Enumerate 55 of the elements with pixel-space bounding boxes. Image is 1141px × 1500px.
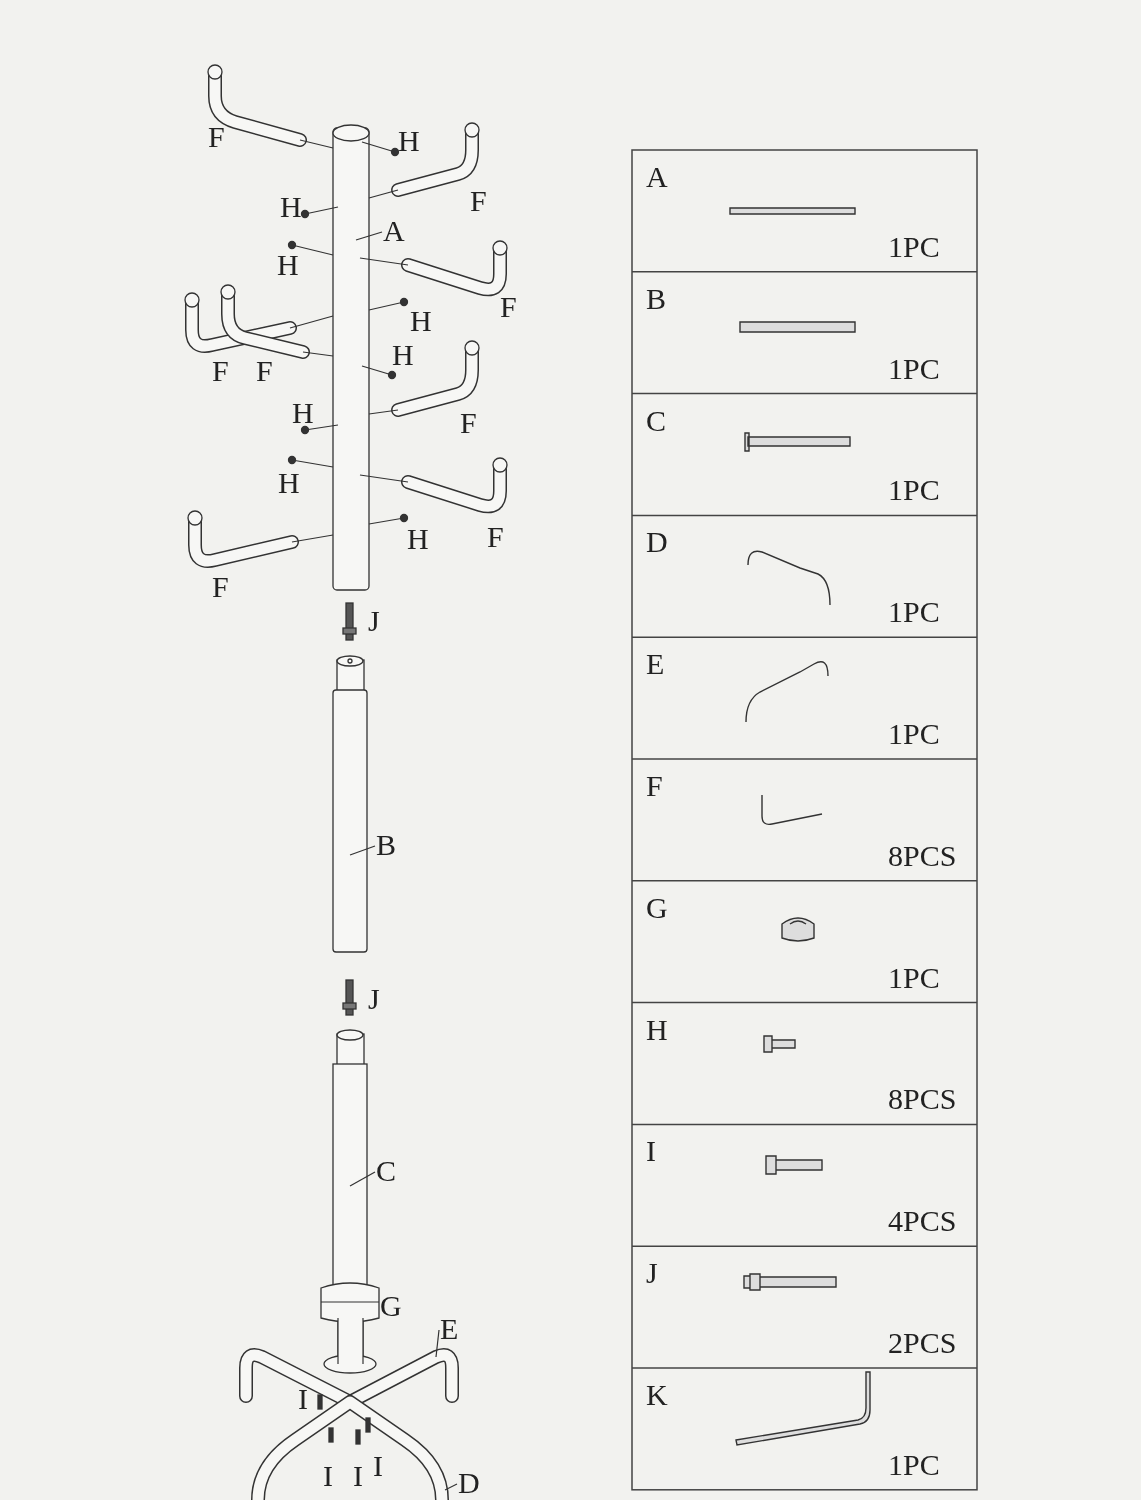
part-letter: F	[208, 122, 225, 152]
leader-line	[435, 1329, 440, 1358]
part-letter: G	[646, 892, 668, 923]
part-letter: J	[646, 1258, 658, 1289]
quantity-text: 1PC	[888, 719, 940, 749]
quantity-text: 1PC	[888, 231, 940, 262]
part-letter: C	[376, 1156, 396, 1186]
part-letter: J	[368, 984, 380, 1014]
part-letter: G	[380, 1291, 402, 1321]
part-letter: B	[646, 283, 666, 314]
part-letter: H	[292, 398, 314, 428]
part-letter: I	[353, 1461, 363, 1491]
part-letter: H	[392, 340, 414, 370]
leader-line	[349, 845, 376, 856]
part-letter: A	[646, 162, 668, 192]
part-letter: I	[323, 1461, 333, 1491]
part-letter: I	[373, 1451, 383, 1481]
part-letter: H	[398, 126, 420, 156]
part-letter: F	[487, 522, 504, 552]
quantity-text: 8PCS	[888, 1084, 957, 1115]
leader-line	[444, 1483, 458, 1491]
part-letter: H	[278, 468, 300, 498]
part-letter: A	[383, 216, 405, 246]
part-letter: F	[500, 292, 517, 322]
quantity-text: 4PCS	[888, 1206, 957, 1237]
quantity-text: 1PC	[888, 1449, 940, 1480]
part-letter: I	[646, 1136, 656, 1167]
part-letter: E	[646, 649, 665, 680]
quantity-text: 8PCS	[888, 840, 957, 871]
part-letter: H	[410, 306, 432, 336]
part-letter: H	[646, 1014, 668, 1045]
part-letter: F	[212, 356, 229, 386]
part-letter: F	[256, 356, 273, 386]
part-letter: F	[470, 186, 487, 216]
quantity-text: 1PC	[888, 962, 940, 993]
part-letter: D	[646, 527, 668, 558]
quantity-text: 1PC	[888, 353, 940, 384]
part-letter: H	[280, 192, 302, 222]
quantity-text: 2PCS	[888, 1328, 957, 1358]
leader-line	[349, 1171, 376, 1187]
part-letter: F	[460, 408, 477, 438]
leader-line	[355, 231, 383, 241]
part-letter: J	[368, 606, 380, 636]
part-letter: B	[376, 830, 396, 860]
part-letter: C	[646, 405, 666, 436]
part-letter: E	[440, 1314, 459, 1344]
part-letter: I	[298, 1384, 308, 1414]
quantity-text: 1PC	[888, 597, 940, 628]
part-letter: H	[407, 524, 429, 554]
part-letter: F	[212, 572, 229, 602]
part-letter: H	[277, 250, 299, 280]
part-letter: F	[646, 771, 663, 801]
part-letter: K	[646, 1380, 668, 1410]
part-letter: D	[458, 1468, 480, 1498]
quantity-text: 1PC	[888, 475, 940, 506]
